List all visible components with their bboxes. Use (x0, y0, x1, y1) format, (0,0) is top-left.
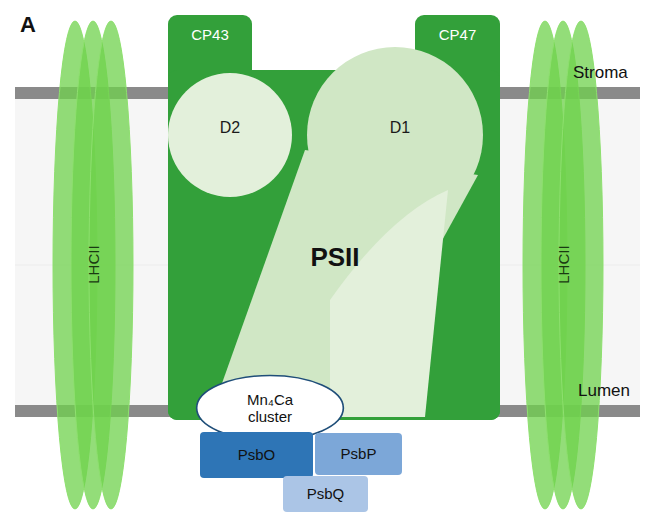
d2-subunit: D2 (168, 66, 292, 190)
node-text: PsbQ (307, 485, 345, 502)
cp43-label-box: CP43 (168, 15, 252, 55)
node-text: LHCII (84, 246, 101, 284)
node-text: LHCII (554, 246, 571, 284)
node-text: PsbO (238, 446, 276, 463)
node-text: CP43 (191, 26, 229, 43)
d1-subunit: D1 (330, 85, 470, 171)
side-label: Stroma (573, 63, 628, 83)
psbp-subunit: PsbP (315, 433, 402, 475)
node-text: PsbP (341, 445, 377, 462)
psbo-subunit: PsbO (200, 432, 313, 478)
node-text: D1 (390, 119, 410, 137)
d2-circle (168, 73, 292, 197)
cluster-ellipse (197, 376, 344, 441)
node-text: D2 (220, 119, 240, 137)
psii-label-box: PSII (275, 234, 395, 282)
lhcii-antenna: LHCII (52, 20, 134, 510)
side-label: Lumen (578, 381, 630, 401)
psbq-subunit: PsbQ (283, 476, 368, 512)
node-text: CP47 (439, 26, 477, 43)
lhcii-antenna: LHCII (522, 20, 604, 510)
node-text: PSII (310, 243, 359, 273)
d1-circle (307, 47, 483, 223)
node-text: Mn₄Ca cluster (225, 391, 315, 426)
cp47-label-box: CP47 (415, 15, 500, 55)
panel-letter: A (20, 12, 36, 38)
psii-lobe (330, 190, 448, 417)
